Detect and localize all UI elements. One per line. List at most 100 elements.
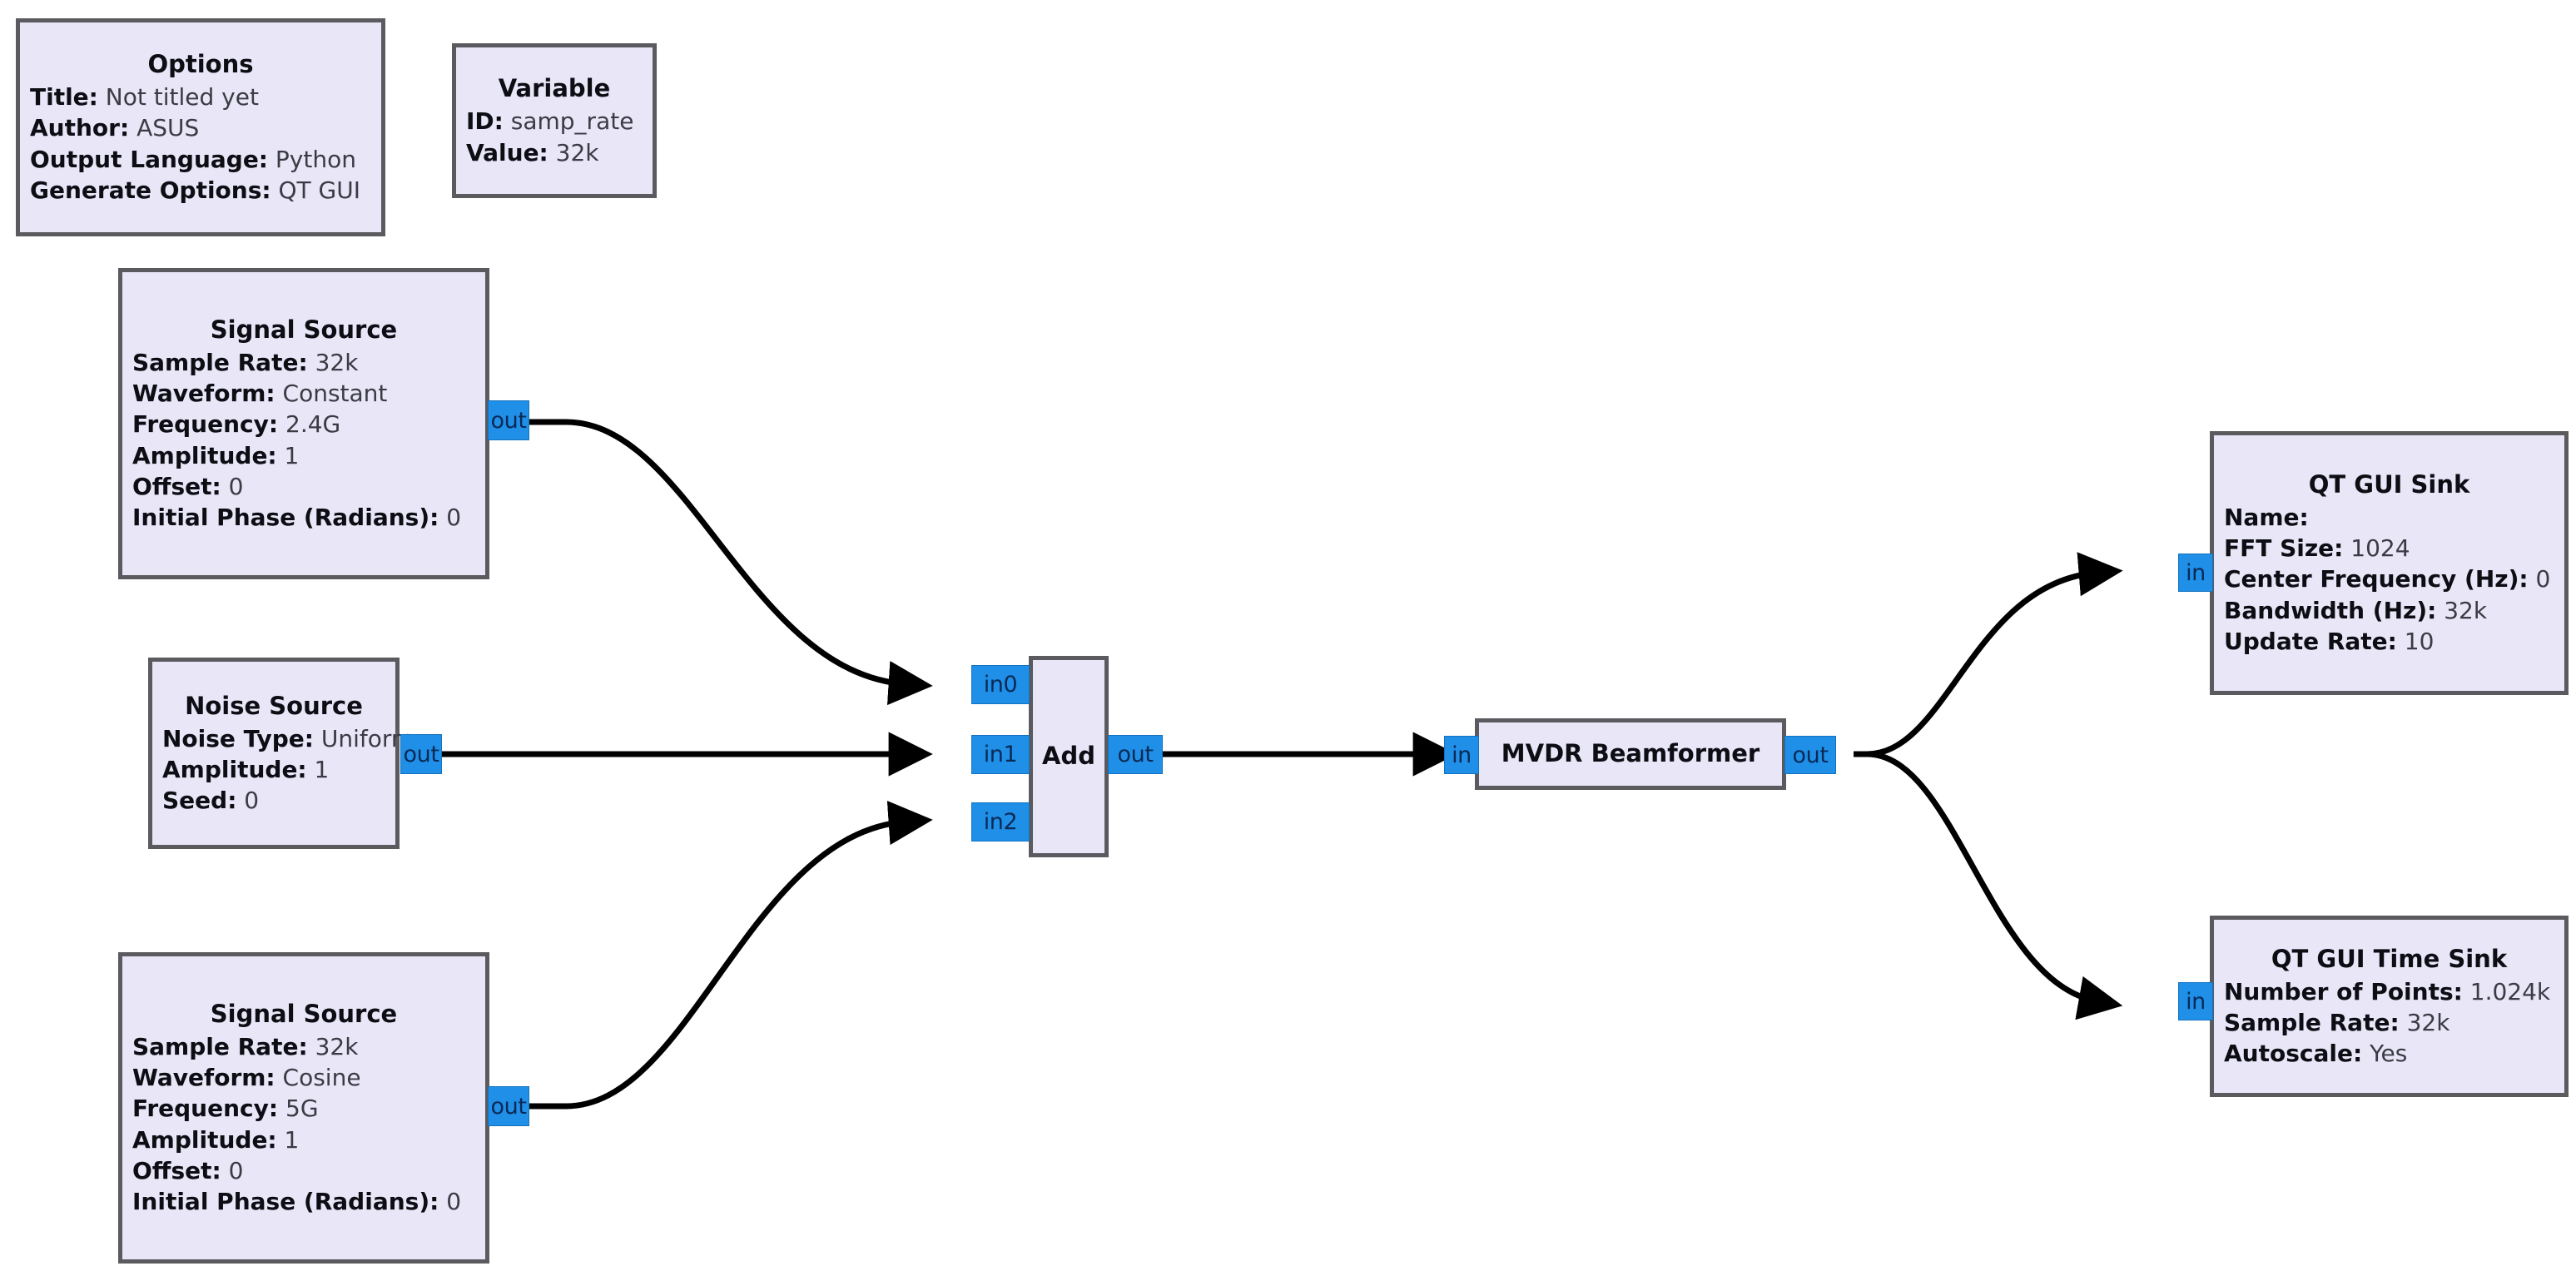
variable-value-id: samp_rate xyxy=(510,107,634,136)
options-label-output-language: Output Language: xyxy=(30,145,269,173)
variable-row-value: Value: 32k xyxy=(456,137,653,168)
qt-gui-time-sink-label-number-of-points: Number of Points: xyxy=(2224,977,2463,1005)
signal-source-2-label-amplitude: Amplitude: xyxy=(132,1125,277,1154)
signal-source-2-label-initial-phase: Initial Phase (Radians): xyxy=(132,1188,439,1216)
qt-gui-time-sink-row-number-of-points: Number of Points: 1.024k xyxy=(2214,976,2564,1007)
signal-source-2-value-offset: 0 xyxy=(228,1156,244,1184)
qt-gui-sink-row-name: Name: xyxy=(2214,502,2564,533)
options-label-title: Title: xyxy=(30,83,98,112)
signal-source-1-row-waveform: Waveform: Constant xyxy=(122,378,485,409)
noise-source-row-amplitude: Amplitude: 1 xyxy=(152,754,395,785)
block-signal-source-2[interactable]: Signal Source Sample Rate: 32k Waveform:… xyxy=(118,952,489,1264)
qt-gui-sink-row-bandwidth: Bandwidth (Hz): 32k xyxy=(2214,595,2564,626)
signal-source-1-row-initial-phase: Initial Phase (Radians): 0 xyxy=(122,502,485,533)
qt-gui-sink-value-bandwidth: 32k xyxy=(2444,596,2488,624)
signal-source-2-row-initial-phase: Initial Phase (Radians): 0 xyxy=(122,1186,485,1217)
options-title: Options xyxy=(147,49,254,78)
block-noise-source[interactable]: Noise Source Noise Type: Uniform Amplitu… xyxy=(148,658,414,849)
noise-source-row-noise-type: Noise Type: Uniform xyxy=(152,723,414,754)
qt-gui-sink-value-center-frequency: 0 xyxy=(2535,565,2551,593)
port-add-in2[interactable]: in2 xyxy=(971,802,1030,842)
signal-source-1-label-offset: Offset: xyxy=(132,472,221,500)
port-add-in0[interactable]: in0 xyxy=(971,665,1030,704)
qt-gui-sink-row-center-frequency: Center Frequency (Hz): 0 xyxy=(2214,564,2564,594)
signal-source-1-label-frequency: Frequency: xyxy=(132,410,279,439)
signal-source-1-row-frequency: Frequency: 2.4G xyxy=(122,409,485,439)
signal-source-1-value-offset: 0 xyxy=(228,472,244,500)
qt-gui-sink-value-update-rate: 10 xyxy=(2404,627,2435,655)
port-qt-gui-sink-in[interactable]: in xyxy=(2178,554,2213,592)
signal-source-2-row-frequency: Frequency: 5G xyxy=(122,1093,485,1124)
signal-source-1-value-initial-phase: 0 xyxy=(446,504,462,532)
signal-source-1-value-sample-rate: 32k xyxy=(315,348,359,376)
signal-source-2-row-amplitude: Amplitude: 1 xyxy=(122,1125,485,1155)
block-qt-gui-time-sink[interactable]: QT GUI Time Sink Number of Points: 1.024… xyxy=(2210,916,2569,1097)
wire-mvdr-to-qt-gui-time-sink xyxy=(1854,751,2123,1020)
signal-source-2-row-sample-rate: Sample Rate: 32k xyxy=(122,1031,485,1062)
signal-source-1-row-sample-rate: Sample Rate: 32k xyxy=(122,347,485,378)
options-value-title: Not titled yet xyxy=(105,83,259,112)
noise-source-row-seed: Seed: 0 xyxy=(152,785,395,816)
signal-source-1-label-initial-phase: Initial Phase (Radians): xyxy=(132,504,439,532)
block-add[interactable]: Add xyxy=(1029,656,1109,857)
port-qt-gui-time-sink-in[interactable]: in xyxy=(2178,982,2213,1020)
qt-gui-time-sink-label-autoscale: Autoscale: xyxy=(2224,1040,2363,1068)
qt-gui-sink-label-fft-size: FFT Size: xyxy=(2224,534,2344,563)
signal-source-2-value-amplitude: 1 xyxy=(284,1125,300,1154)
port-signal-source-2-out[interactable]: out xyxy=(488,1086,529,1126)
port-signal-source-1-out[interactable]: out xyxy=(488,400,529,440)
signal-source-2-row-offset: Offset: 0 xyxy=(122,1155,485,1186)
signal-source-2-label-frequency: Frequency: xyxy=(132,1095,279,1123)
signal-source-2-value-sample-rate: 32k xyxy=(315,1032,359,1060)
signal-source-1-value-amplitude: 1 xyxy=(284,441,300,469)
noise-source-value-seed: 0 xyxy=(244,787,260,815)
variable-label-id: ID: xyxy=(466,107,504,136)
options-value-output-language: Python xyxy=(275,145,356,173)
qt-gui-time-sink-value-number-of-points: 1.024k xyxy=(2469,977,2551,1005)
wire-signal-source-1-to-add-in0 xyxy=(529,419,933,706)
mvdr-beamformer-title: MVDR Beamformer xyxy=(1501,739,1760,768)
wire-signal-source-2-to-add-in2 xyxy=(529,801,933,1110)
qt-gui-sink-value-fft-size: 1024 xyxy=(2350,534,2410,563)
signal-source-1-value-frequency: 2.4G xyxy=(285,410,341,439)
qt-gui-sink-label-name: Name: xyxy=(2224,503,2309,531)
block-variable[interactable]: Variable ID: samp_rate Value: 32k xyxy=(452,43,657,198)
signal-source-1-label-amplitude: Amplitude: xyxy=(132,441,277,469)
noise-source-label-amplitude: Amplitude: xyxy=(162,755,307,783)
port-mvdr-in[interactable]: in xyxy=(1444,736,1479,774)
signal-source-2-value-frequency: 5G xyxy=(285,1095,319,1123)
qt-gui-sink-label-center-frequency: Center Frequency (Hz): xyxy=(2224,565,2529,593)
block-mvdr-beamformer[interactable]: MVDR Beamformer xyxy=(1475,718,1786,790)
options-row-title: Title: Not titled yet xyxy=(20,82,381,112)
noise-source-label-seed: Seed: xyxy=(162,787,237,815)
port-mvdr-out[interactable]: out xyxy=(1784,736,1836,774)
signal-source-2-value-waveform: Cosine xyxy=(282,1064,361,1092)
signal-source-2-value-initial-phase: 0 xyxy=(446,1188,462,1216)
signal-source-1-row-amplitude: Amplitude: 1 xyxy=(122,440,485,471)
signal-source-2-title: Signal Source xyxy=(210,999,398,1028)
block-options[interactable]: Options Title: Not titled yet Author: AS… xyxy=(16,18,385,236)
qt-gui-time-sink-row-autoscale: Autoscale: Yes xyxy=(2214,1038,2564,1069)
port-add-in1[interactable]: in1 xyxy=(971,735,1030,774)
options-value-author: ASUS xyxy=(136,114,200,142)
signal-source-1-title: Signal Source xyxy=(210,315,398,344)
variable-value-value: 32k xyxy=(555,138,599,166)
port-noise-source-out[interactable]: out xyxy=(400,734,442,774)
block-qt-gui-sink[interactable]: QT GUI Sink Name: FFT Size: 1024 Center … xyxy=(2210,431,2569,695)
signal-source-1-value-waveform: Constant xyxy=(282,380,388,408)
options-value-generate-options: QT GUI xyxy=(278,176,361,204)
qt-gui-time-sink-row-sample-rate: Sample Rate: 32k xyxy=(2214,1007,2564,1038)
signal-source-2-label-waveform: Waveform: xyxy=(132,1064,275,1092)
signal-source-1-label-sample-rate: Sample Rate: xyxy=(132,348,308,376)
noise-source-value-noise-type: Uniform xyxy=(320,724,414,752)
qt-gui-time-sink-label-sample-rate: Sample Rate: xyxy=(2224,1008,2400,1036)
qt-gui-sink-label-update-rate: Update Rate: xyxy=(2224,627,2397,655)
options-row-output-language: Output Language: Python xyxy=(20,144,381,175)
variable-title: Variable xyxy=(498,74,611,103)
signal-source-1-row-offset: Offset: 0 xyxy=(122,471,485,502)
add-title: Add xyxy=(1042,742,1095,771)
options-label-author: Author: xyxy=(30,114,130,142)
block-signal-source-1[interactable]: Signal Source Sample Rate: 32k Waveform:… xyxy=(118,268,489,579)
port-add-out[interactable]: out xyxy=(1108,735,1163,774)
